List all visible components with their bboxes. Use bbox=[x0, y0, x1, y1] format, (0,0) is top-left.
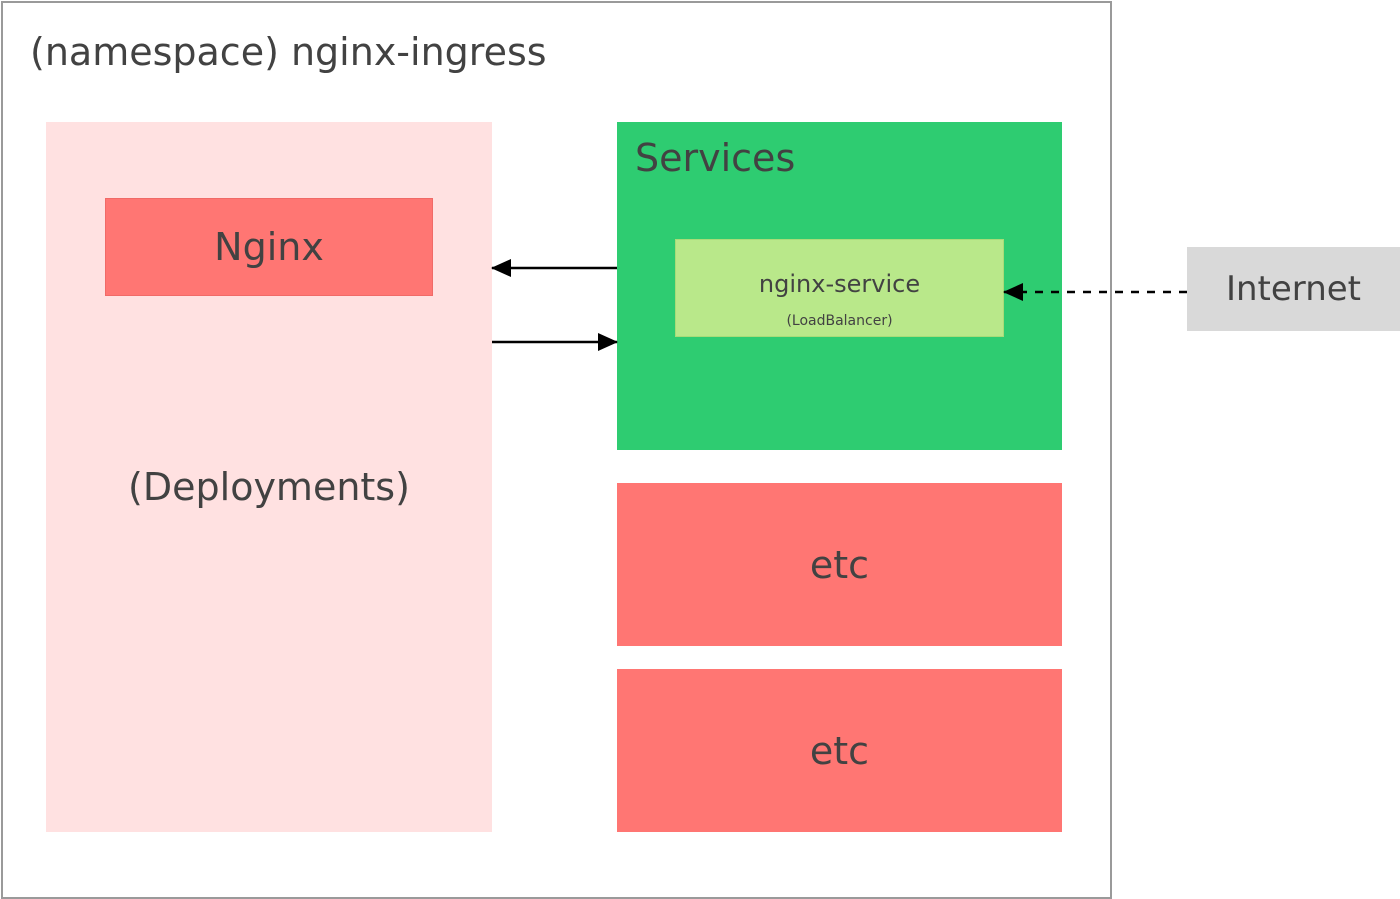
internet-box: Internet bbox=[1187, 247, 1400, 331]
internet-label: Internet bbox=[1225, 269, 1361, 309]
etc-box-1-label: etc bbox=[809, 542, 870, 587]
nginx-service-type: (LoadBalancer) bbox=[786, 313, 893, 329]
etc-box-2: etc bbox=[617, 669, 1062, 832]
deployments-label: (Deployments) bbox=[128, 465, 410, 509]
nginx-deployment-label: Nginx bbox=[214, 225, 324, 269]
etc-box-1: etc bbox=[617, 483, 1062, 646]
nginx-deployment-box: Nginx bbox=[105, 198, 433, 296]
nginx-service-name: nginx-service bbox=[758, 270, 921, 298]
namespace-title: (namespace) nginx-ingress bbox=[30, 30, 547, 74]
nginx-service-box: nginx-service (LoadBalancer) bbox=[675, 239, 1004, 337]
services-title: Services bbox=[635, 136, 796, 180]
etc-box-2-label: etc bbox=[809, 728, 870, 773]
